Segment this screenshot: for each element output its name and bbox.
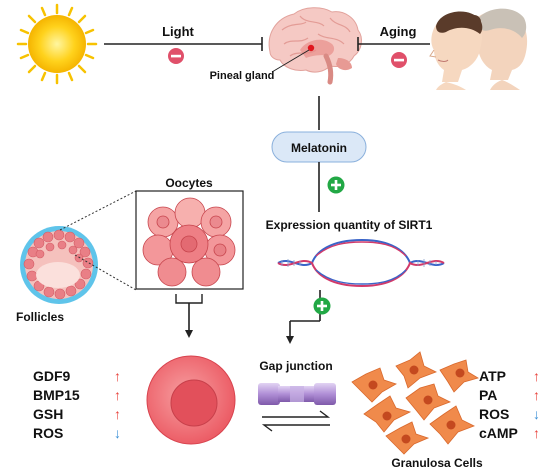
oocyte-marker-arrow: ↑	[114, 387, 121, 403]
sirt1-plus-sign	[313, 297, 331, 315]
melatonin-plus-sign	[327, 176, 345, 194]
pineal-gland-label: Pineal gland	[210, 70, 275, 82]
light-label: Light	[162, 24, 194, 39]
exchange-arrows	[261, 410, 331, 432]
pineal-gland-dot	[307, 44, 315, 52]
brain-icon	[268, 7, 362, 85]
oocyte-marker-name: BMP15	[33, 387, 80, 403]
oocyte-marker-name: ROS	[33, 425, 63, 441]
sirt1-expression-label: Expression quantity of SIRT1	[266, 218, 433, 232]
oocytes-bracket	[175, 294, 203, 304]
pineal-pointer-line	[271, 49, 310, 73]
granulosa-nuclei	[368, 365, 465, 444]
granulosa-marker-arrow: ↑	[533, 387, 540, 403]
gap-junction-label: Gap junction	[259, 359, 332, 373]
granulosa-marker-name: PA	[479, 387, 497, 403]
sun-icon	[16, 3, 98, 85]
oocyte-marker-arrow: ↓	[114, 425, 121, 441]
granulosa-marker-arrow: ↓	[533, 406, 540, 422]
follicle-icon	[20, 226, 98, 304]
oocyte-marker-arrow: ↑	[114, 406, 121, 422]
granulosa-marker-name: cAMP	[479, 425, 518, 441]
oocyte-marker-name: GDF9	[33, 368, 71, 384]
oocyte-markers: GDF9 ↑ BMP15 ↑ GSH ↑ ROS ↓	[33, 368, 121, 441]
aging-label: Aging	[380, 24, 417, 39]
follicles-label: Follicles	[16, 310, 64, 324]
melatonin-pill: Melatonin	[271, 131, 367, 163]
light-minus-sign	[168, 48, 184, 64]
granulosa-cells-label: Granulosa Cells	[391, 456, 483, 470]
aging-minus-sign	[391, 52, 407, 68]
oocyte-marker-name: GSH	[33, 406, 63, 422]
oocytes-label: Oocytes	[165, 176, 213, 190]
oocyte-cell	[146, 355, 236, 445]
aging-faces-icon	[429, 8, 528, 90]
granulosa-marker-arrow: ↑	[533, 368, 540, 384]
oocyte-marker-arrow: ↑	[114, 368, 121, 384]
granulosa-marker-arrow: ↑	[533, 425, 540, 441]
dna-helix-icon	[277, 238, 445, 288]
gap-junction-icon	[258, 383, 336, 405]
granulosa-marker-name: ROS	[479, 406, 509, 422]
granulosa-markers: ATP ↑ PA ↑ ROS ↓ cAMP ↑	[479, 368, 540, 441]
melatonin-label: Melatonin	[291, 141, 347, 155]
follicle-zoom-line-top	[59, 190, 137, 231]
oocyte-cluster	[142, 197, 236, 287]
granulosa-marker-name: ATP	[479, 368, 506, 384]
